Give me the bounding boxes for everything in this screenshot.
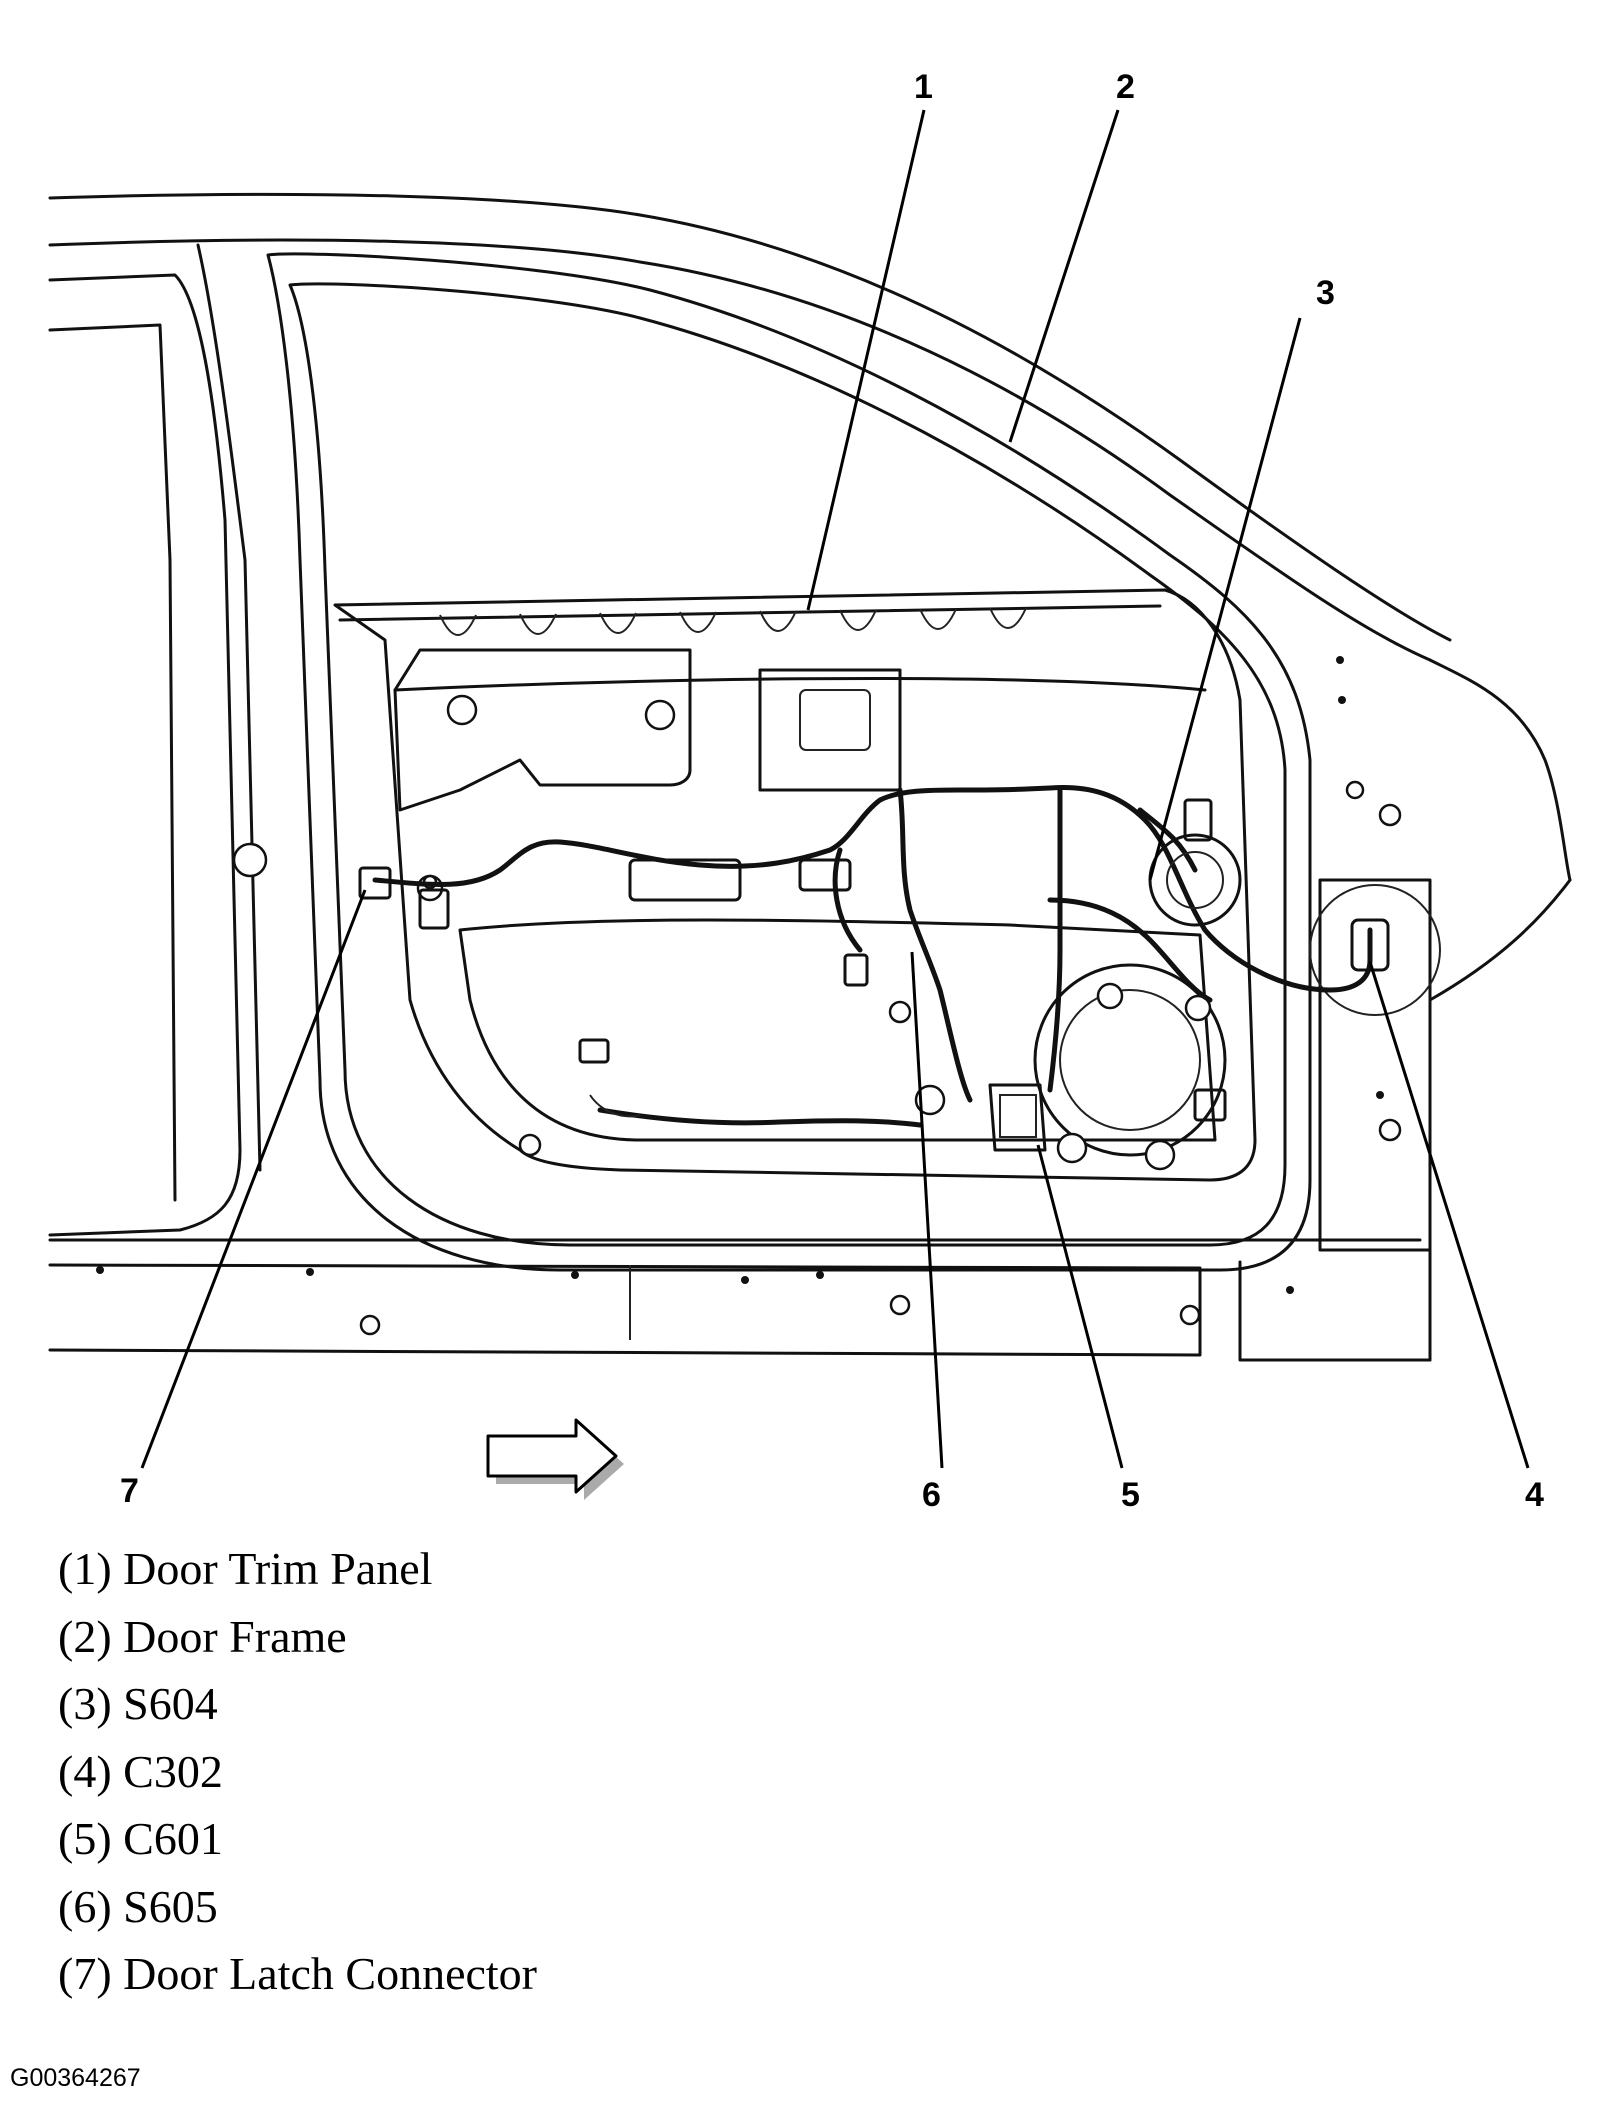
legend-item-6: (6) S605 xyxy=(58,1880,218,1932)
callout-4: 4 xyxy=(1525,1476,1544,1514)
callout-7: 7 xyxy=(120,1472,139,1510)
callout-6: 6 xyxy=(922,1476,941,1514)
legend-item-5: (5) C601 xyxy=(58,1813,223,1864)
legend-item-1: (1) Door Trim Panel xyxy=(58,1543,433,1594)
forward-arrow-icon xyxy=(486,1418,624,1500)
figure-id: G00364267 xyxy=(10,2064,141,2092)
callout-5: 5 xyxy=(1121,1476,1140,1514)
callout-2: 2 xyxy=(1116,68,1135,106)
legend-item-7: (7) Door Latch Connector xyxy=(58,1948,538,1999)
door-wiring-diagram xyxy=(48,109,1572,1500)
legend: (1) Door Trim Panel (2) Door Frame (3) S… xyxy=(58,1535,537,2008)
legend-item-4: (4) C302 xyxy=(58,1745,223,1797)
callout-1: 1 xyxy=(914,68,933,106)
legend-item-3: (3) S604 xyxy=(58,1678,218,1729)
callout-leaders xyxy=(140,109,1530,1469)
legend-item-2: (2) Door Frame xyxy=(58,1610,347,1662)
callout-3: 3 xyxy=(1316,274,1335,312)
door-inner-panel xyxy=(96,588,1402,1336)
wiring-harness xyxy=(358,785,1390,1152)
vehicle-body xyxy=(48,192,1572,1362)
